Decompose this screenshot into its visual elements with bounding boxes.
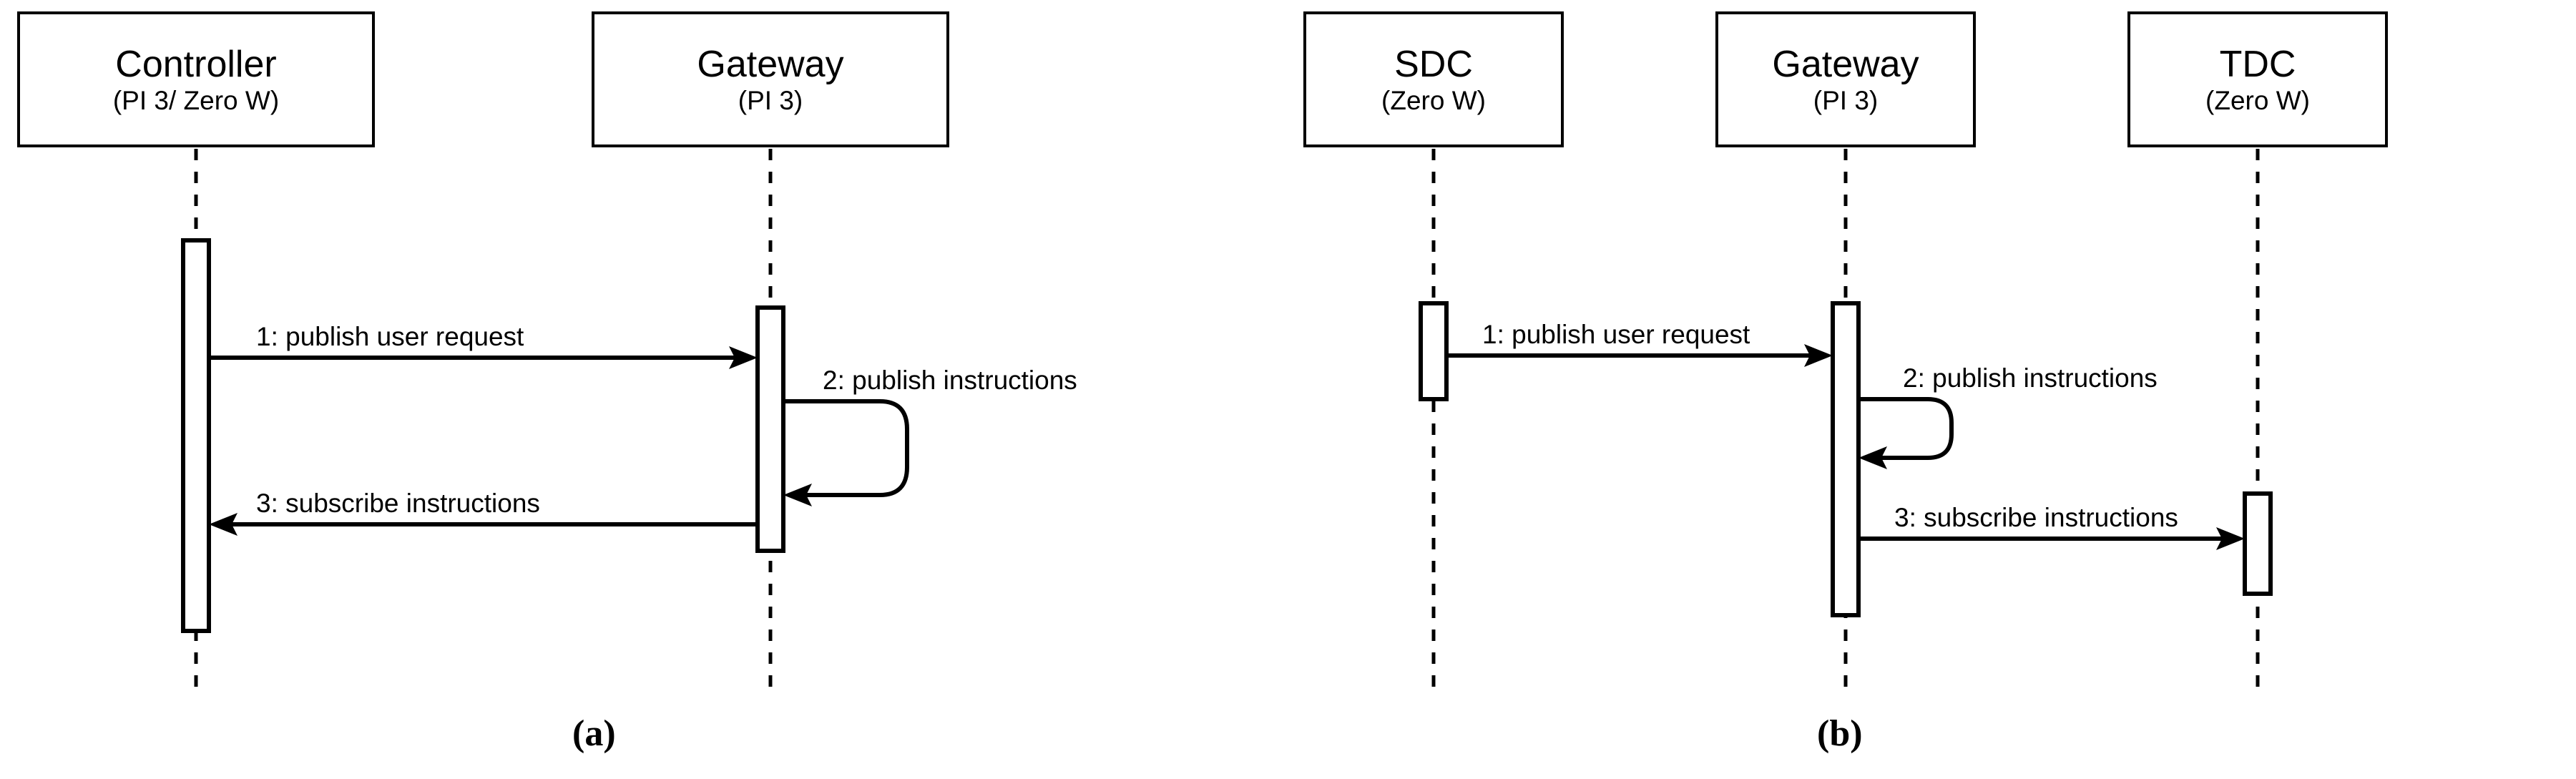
message-1-arrowhead-b <box>1804 344 1833 367</box>
lifeline-subtitle-gateway-a: (PI 3) <box>738 85 803 115</box>
lifeline-head-gateway-a: Gateway (PI 3) <box>592 11 949 147</box>
lifeline-title-sdc: SDC <box>1394 43 1473 85</box>
lifeline-title-gateway-a: Gateway <box>697 43 844 85</box>
activation-bar-controller <box>181 238 211 633</box>
message-label-1-a: 1: publish user request <box>256 322 524 351</box>
lifeline-subtitle-controller: (PI 3/ Zero W) <box>112 85 280 115</box>
message-1-arrowhead <box>729 346 758 369</box>
lifeline-head-controller: Controller (PI 3/ Zero W) <box>17 11 375 147</box>
message-3-arrowhead <box>209 513 237 536</box>
activation-bar-tdc <box>2243 491 2273 596</box>
lifeline-head-sdc: SDC (Zero W) <box>1303 11 1564 147</box>
diagram-a-vectors <box>181 149 909 687</box>
message-label-1-b: 1: publish user request <box>1482 320 1750 349</box>
figure-caption-a: (a) <box>572 713 616 754</box>
diagram-b-vectors <box>1419 149 2273 687</box>
lifeline-title-gateway-b: Gateway <box>1772 43 1919 85</box>
message-label-3-b: 3: subscribe instructions <box>1894 503 2178 532</box>
lifeline-subtitle-sdc: (Zero W) <box>1381 85 1486 115</box>
activation-bar-gateway-b <box>1831 301 1861 617</box>
lifeline-title-controller: Controller <box>115 43 277 85</box>
figure-caption-b: (b) <box>1817 713 1863 754</box>
message-2-arrowhead <box>783 484 812 506</box>
lifeline-head-gateway-b: Gateway (PI 3) <box>1715 11 1976 147</box>
lifeline-subtitle-tdc: (Zero W) <box>2205 85 2310 115</box>
message-3-arrowhead-b <box>2216 527 2245 550</box>
message-label-2-b: 2: publish instructions <box>1903 363 2158 393</box>
message-2-self-loop-b <box>1858 397 1954 460</box>
activation-bar-sdc <box>1419 301 1449 401</box>
sequence-diagram-b: SDC (Zero W) Gateway (PI 3) TDC (Zero W)… <box>1288 0 2576 779</box>
message-2-arrowhead-b <box>1858 446 1887 469</box>
message-label-3-a: 3: subscribe instructions <box>256 489 540 518</box>
message-2-self-loop <box>783 399 909 497</box>
message-label-2-a: 2: publish instructions <box>823 366 1077 395</box>
activation-bar-gateway <box>755 305 785 553</box>
lifeline-subtitle-gateway-b: (PI 3) <box>1813 85 1879 115</box>
lifeline-title-tdc: TDC <box>2219 43 2296 85</box>
sequence-diagram-a: Controller (PI 3/ Zero W) Gateway (PI 3)… <box>17 11 1077 754</box>
lifeline-head-tdc: TDC (Zero W) <box>2127 11 2388 147</box>
